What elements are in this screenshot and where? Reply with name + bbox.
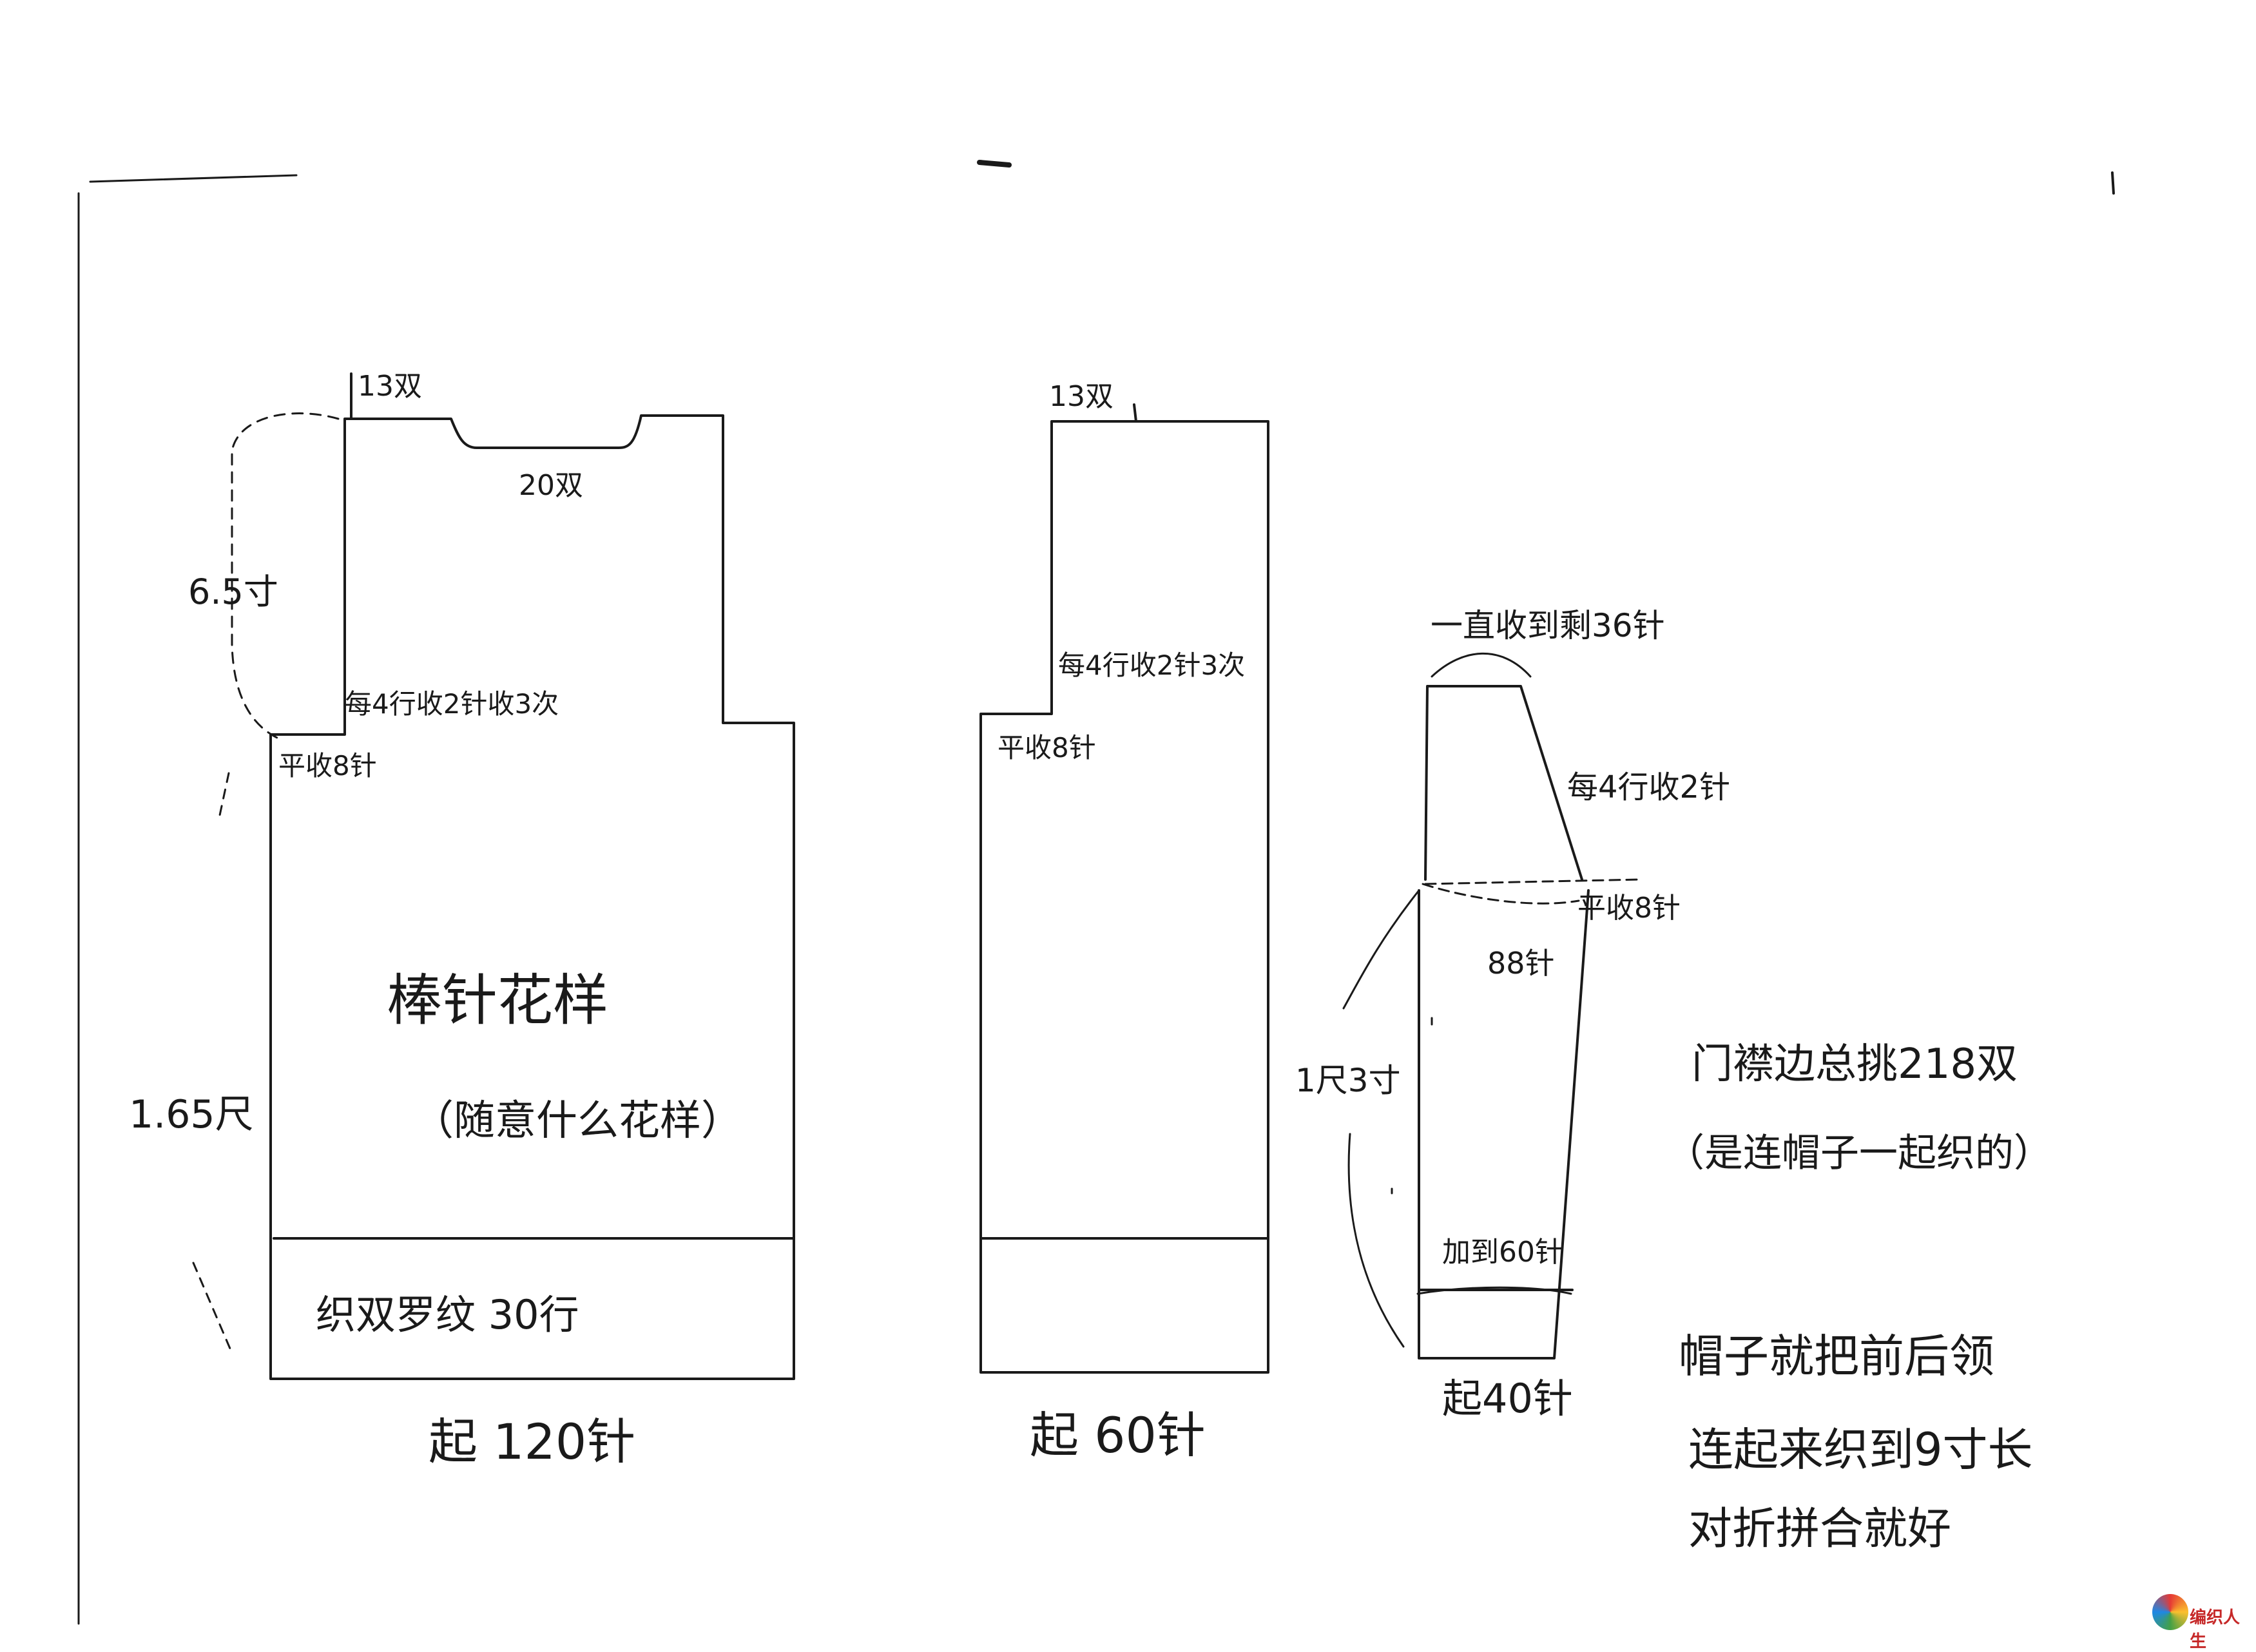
sleeve-guide-lines [1342, 652, 1641, 1348]
back-neck-width-label: 20双 [519, 469, 583, 502]
front-armhole-bindoff-label: 平收8针 [998, 732, 1096, 764]
hood-note-line-2: 连起来织到9寸长 [1688, 1423, 2033, 1476]
back-shoulder-width-label: 13双 [358, 370, 422, 403]
back-body-height-label: 1.65尺 [129, 1092, 254, 1137]
sleeve-width-label: 88针 [1487, 946, 1555, 981]
scan-mark-right [2111, 171, 2115, 195]
sleeve-cast-on-label: 起40针 [1442, 1375, 1573, 1422]
watermark-text: 编织人生 [2190, 1608, 2241, 1651]
hood-note-line-1: 帽子就把前后领 [1679, 1330, 1994, 1383]
back-panel-outline [269, 372, 795, 1380]
back-armhole-decrease-label: 每4行收2针收3次 [345, 688, 559, 720]
back-cast-on-label: 起 120针 [429, 1413, 636, 1470]
sleeve-top-note-label: 一直收到剩36针 [1431, 607, 1665, 644]
back-armhole-dashed-curve [192, 412, 340, 1354]
placket-total-note: 门襟边总挑218双 [1692, 1041, 2018, 1088]
sleeve-cap-decrease-label: 每4行收2针 [1567, 769, 1731, 805]
scan-mark-top [977, 160, 1012, 168]
front-shoulder-width-label: 13双 [1049, 380, 1114, 413]
placket-note: （是连帽子一起织的） [1666, 1131, 2052, 1176]
front-armhole-decrease-label: 每4行收2针3次 [1058, 649, 1246, 681]
back-armhole-height-label: 6.5寸 [188, 571, 278, 612]
sleeve-cap-bindoff-label: 平收8针 [1577, 892, 1681, 925]
hood-note-line-3: 对折拼合就好 [1688, 1504, 1952, 1555]
logo-circle-icon [2152, 1594, 2188, 1630]
back-armhole-bindoff-label: 平收8针 [278, 750, 377, 782]
pattern-note: （随意什么花样） [412, 1097, 742, 1145]
scan-edge-top [89, 174, 298, 183]
sleeve-length-label: 1尺3寸 [1295, 1062, 1401, 1099]
back-ribbing-label: 织双罗纹 30行 [316, 1291, 579, 1338]
watermark-logo: 编织人生 [2152, 1591, 2249, 1651]
sleeve-increase-label: 加到60针 [1442, 1236, 1563, 1269]
front-cast-on-label: 起 60针 [1030, 1407, 1206, 1464]
front-panel-outline [979, 403, 1269, 1374]
pattern-title: 棒针花样 [387, 968, 608, 1033]
